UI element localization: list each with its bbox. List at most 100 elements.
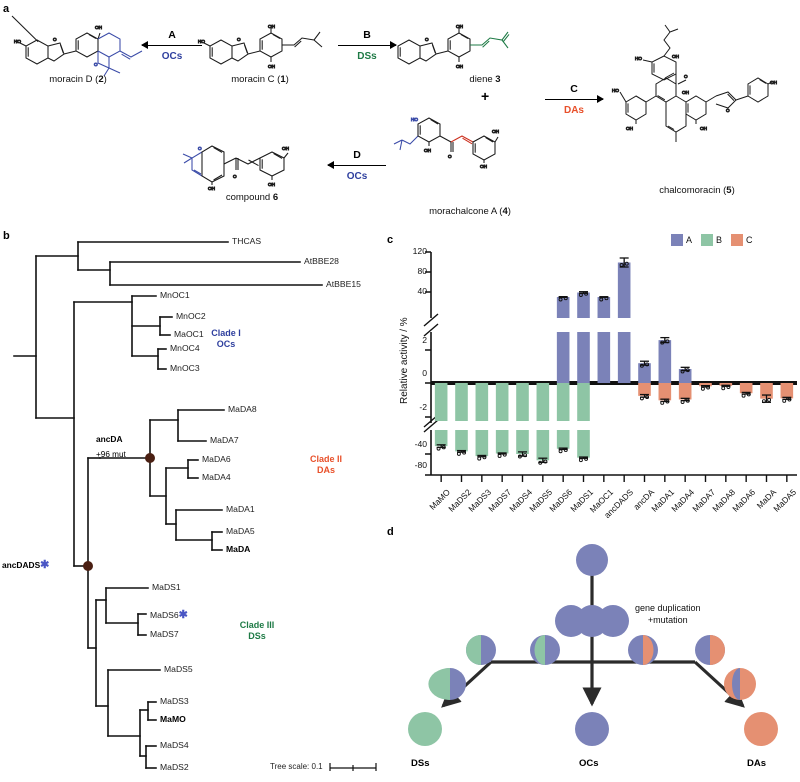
svg-text:OH: OH [424, 148, 431, 153]
bar-MaMO-bottom [434, 430, 448, 447]
bar-ancDADS-top [617, 262, 631, 318]
bar-MaDS3-bottom [475, 430, 489, 457]
label-diene-3: diene 3 [469, 74, 501, 85]
legend-item-b: B [701, 234, 722, 246]
tree-tip-mads7: MaDS7 [150, 629, 179, 639]
tree-tip-mamo: MaMO [160, 714, 186, 724]
structure-morachalcone-a: HO OH O OH OH [393, 116, 499, 170]
node-sub-ancda: +96 mut [96, 450, 126, 459]
tree-tip-thcas: THCAS [232, 236, 262, 246]
ytick-2: 2 [422, 335, 427, 345]
reaction-b: B DSs [338, 29, 397, 63]
bar-MaDA1 [658, 340, 672, 383]
reaction-d-arrow [327, 161, 386, 171]
endpoint-circle-dss [408, 712, 442, 746]
endpoint-circle-ocs [575, 712, 609, 746]
tree-tip-mads1: MaDS1 [152, 582, 181, 592]
svg-text:OH: OH [456, 64, 463, 69]
clade-label-iii: Clade III DSs [224, 620, 290, 642]
tree-scale-bar [329, 763, 377, 771]
bar-MaDS5-mid [536, 383, 550, 421]
bar-MaDS4-mid [516, 383, 529, 421]
svg-text:OH: OH [268, 182, 275, 187]
panel-d-evolution-diagram: d [385, 512, 800, 782]
tree-tip-mada: MaDA [226, 544, 251, 554]
bar-MaDS3-mid [475, 383, 489, 421]
bar-MaDA6 [739, 383, 753, 394]
svg-text:OH: OH [456, 24, 463, 29]
evolution-graphic [408, 544, 778, 746]
tree-tip-mnoc2: MnOC2 [176, 311, 206, 321]
bar-MaDS7-mid [495, 383, 509, 421]
circle-green-blue-1 [466, 635, 496, 665]
ytick-0: 0 [422, 368, 427, 378]
endpoint-label-ocs: OCs [579, 758, 599, 769]
svg-text:OH: OH [682, 90, 689, 95]
bar-MaOC1-mid [597, 332, 611, 383]
bar-MaDS7-bottom [495, 430, 509, 454]
mads6-asterisk: ✱ [178, 609, 188, 621]
legend-swatch-b [701, 234, 714, 246]
label-moracin-d: moracin D (2) [49, 74, 107, 85]
svg-text:OH: OH [208, 186, 215, 191]
tree-tip-mada4: MaDA4 [202, 472, 231, 482]
bar-MaDS4-bottom [516, 430, 529, 454]
legend-swatch-a [671, 234, 683, 246]
note-line-1: gene duplication [635, 603, 701, 613]
svg-text:OH: OH [268, 24, 275, 29]
circle-green-blue-2 [428, 668, 466, 700]
bar-MaDA4 [678, 383, 692, 400]
tree-tip-mads6: MaDS6✱ [150, 609, 188, 621]
bar-MaDS6-mid [556, 332, 570, 383]
endpoint-label-dss: DSs [411, 758, 430, 769]
svg-text:OH: OH [268, 64, 275, 69]
bar-MaMO-mid [434, 383, 448, 421]
bar-MaDS1-bottom [577, 430, 590, 458]
ytick-m80: -80 [414, 460, 427, 470]
node-dot-ancda [145, 453, 155, 463]
endpoint-circle-das [744, 712, 778, 746]
tree-scale-text: Tree scale: 0.1 [270, 762, 323, 771]
reaction-a-enzyme: OCs [161, 51, 183, 62]
duplicated-gene-cluster [555, 605, 629, 637]
bar-MaDA8 [719, 383, 733, 386]
ytick-m40: -40 [414, 439, 427, 449]
bar-MaOC1-top [597, 297, 611, 318]
reaction-a-arrow [141, 41, 202, 51]
gene-duplication-note: gene duplication +mutation [635, 602, 701, 626]
legend-label-c: C [746, 235, 753, 245]
legend-item-c: C [731, 234, 753, 246]
tree-tip-mada8: MaDA8 [228, 404, 257, 414]
bar-MaDS6-top [556, 297, 570, 318]
tree-tip-mada5: MaDA5 [226, 526, 255, 536]
structure-compound-6: O OH O OH OH [182, 145, 289, 192]
reaction-b-letter: B [363, 29, 371, 41]
circle-blue-orange-2 [695, 635, 725, 665]
bar-ancDA [638, 363, 651, 383]
circle-blue-orange-3 [724, 668, 756, 700]
bar-MaDS5-bottom [536, 430, 550, 461]
tree-tip-mads5: MaDS5 [164, 664, 193, 674]
plus-sign: + [481, 88, 490, 104]
svg-text:O: O [198, 146, 202, 151]
circle-blue-orange-1 [628, 635, 658, 665]
tree-branches [13, 241, 377, 771]
ytick-m2: -2 [419, 402, 427, 412]
reaction-c: C DAs [545, 83, 604, 117]
tree-tip-mada1: MaDA1 [226, 504, 255, 514]
svg-text:O: O [233, 174, 237, 179]
structure-moracin-d: O HO OH O [11, 15, 143, 77]
ancestor-circle [576, 544, 608, 576]
bar-MaDA5 [780, 383, 794, 399]
bar-MaDA7 [699, 383, 712, 387]
label-compound-6: compound 6 [225, 192, 279, 203]
reaction-a-letter: A [168, 29, 176, 41]
clade-iii-line2: DSs [248, 631, 266, 641]
tree-tip-atbbe28: AtBBE28 [304, 256, 339, 266]
chart-legend: A B C [671, 234, 753, 246]
bar-ancDA [638, 383, 651, 396]
reaction-c-letter: C [570, 83, 578, 95]
svg-text:OH: OH [700, 126, 707, 131]
legend-swatch-c [731, 234, 744, 246]
reaction-b-arrow [338, 41, 397, 51]
